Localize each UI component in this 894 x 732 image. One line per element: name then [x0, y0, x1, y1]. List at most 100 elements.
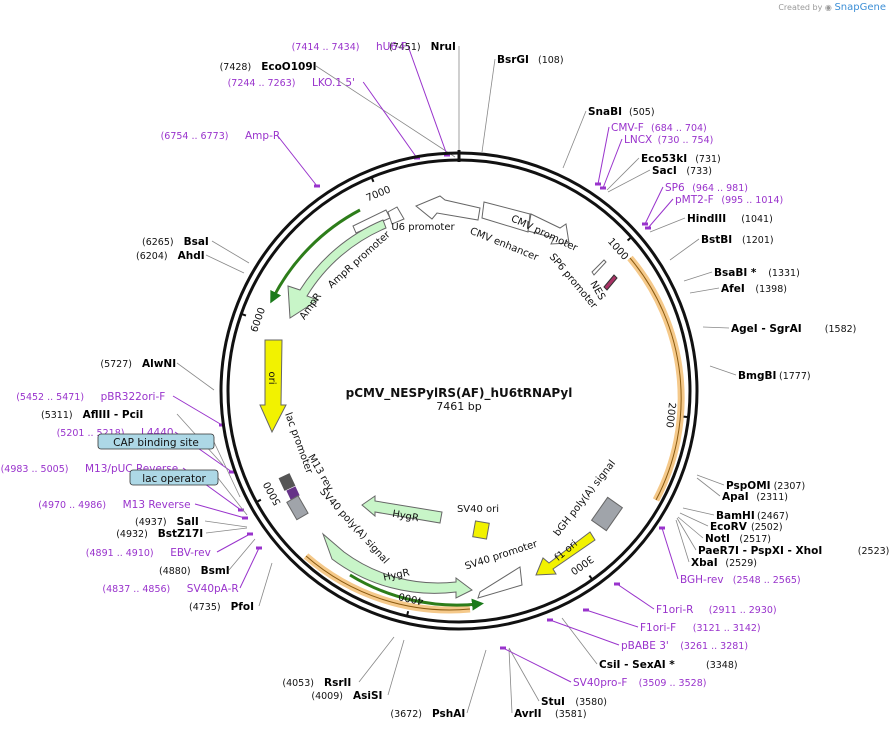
enzyme-name[interactable]: EcoRV — [710, 521, 748, 533]
boxed-label-text[interactable]: CAP binding site — [113, 437, 199, 449]
enzyme-name[interactable]: EcoO109I — [261, 61, 316, 73]
lac-promoter-box — [278, 473, 296, 491]
enzyme-name[interactable]: AflIII - PciI — [83, 409, 144, 421]
enzyme-name[interactable]: AlwNI — [142, 358, 176, 370]
enzyme-name[interactable]: XbaI — [691, 557, 718, 569]
primer-leader — [276, 134, 318, 187]
primer-leader — [661, 527, 679, 580]
enzyme-name[interactable]: CsiI - SexAI * — [599, 659, 675, 671]
primer-position: (5452 .. 5471) — [16, 392, 84, 403]
ruler-tick — [588, 574, 594, 582]
enzyme-position: (2307) — [774, 481, 806, 492]
primer-name[interactable]: M13 Reverse — [123, 499, 191, 511]
boxed-label-background — [97, 433, 215, 450]
enzyme-name[interactable]: SacI — [652, 165, 677, 177]
enzyme-position: (2529) — [725, 558, 757, 569]
bgh-polya-box — [590, 496, 624, 532]
enzyme-name[interactable]: BstZ17I — [158, 528, 203, 540]
primer-name[interactable]: LNCX — [624, 134, 652, 146]
enzyme-position: (3580) — [575, 697, 607, 708]
primer-name[interactable]: pBABE 3' — [621, 640, 669, 652]
primer-leader — [602, 138, 623, 189]
primer-name[interactable]: SV40pro-F — [573, 677, 627, 689]
enzyme-name[interactable]: BamHI — [716, 510, 755, 522]
enzyme-name[interactable]: NruI — [431, 41, 456, 53]
enzyme-name[interactable]: PfoI — [231, 601, 254, 613]
primer-name[interactable]: LKO.1 5' — [312, 77, 355, 89]
enzyme-name[interactable]: ApaI — [722, 491, 749, 503]
enzyme-name[interactable]: AfeI — [721, 283, 745, 295]
enzyme-name[interactable]: Eco53kI — [641, 153, 687, 165]
enzyme-name[interactable]: PaeR7I - PspXI - XhoI — [698, 545, 822, 557]
primer-position: (3261 .. 3281) — [680, 641, 748, 652]
primer-leader — [597, 126, 610, 185]
primer-name[interactable]: BGH-rev — [680, 574, 724, 586]
enzyme-name[interactable]: AvrII — [514, 708, 542, 720]
enzyme-name[interactable]: NotI — [705, 533, 730, 545]
enzyme-position: (6204) — [136, 251, 168, 262]
enzyme-name[interactable]: AsiSI — [353, 690, 382, 702]
ruler-tick-label: 5000 — [262, 479, 284, 507]
primer-name[interactable]: Amp-R — [245, 130, 280, 142]
enzyme-position: (733) — [686, 166, 712, 177]
enzyme-name[interactable]: AgeI - SgrAI — [731, 323, 802, 335]
enzyme-position: (5311) — [41, 410, 73, 421]
enzyme-name[interactable]: BsrGI — [497, 54, 529, 66]
enzyme-position: (1201) — [742, 235, 774, 246]
sv40-polya-box — [286, 495, 309, 521]
primer-name[interactable]: SV40pA-R — [187, 583, 239, 595]
hygr-green-arrow — [349, 573, 484, 611]
primer-name[interactable]: CMV-F — [611, 122, 644, 134]
enzyme-name[interactable]: BsmI — [201, 565, 230, 577]
enzyme-position: (1331) — [768, 268, 800, 279]
primer-name[interactable]: pBR322ori-F — [101, 391, 166, 403]
enzyme-name[interactable]: AhdI — [178, 250, 205, 262]
snapgene-credit: Created by ◉ SnapGene — [778, 2, 886, 13]
primer-leader — [216, 533, 251, 553]
enzyme-name[interactable]: PspOMI — [726, 480, 771, 492]
primer-position: (964 .. 981) — [692, 183, 748, 194]
enzyme-name[interactable]: SnaBI — [588, 106, 622, 118]
enzyme-labels: NruI(7451)BsrGI(108)EcoO109I(7428)SnaBI(… — [41, 41, 889, 720]
boxed-label-leader — [217, 477, 248, 516]
primer-position: (4970 .. 4986) — [38, 500, 106, 511]
enzyme-leader — [607, 169, 651, 193]
enzyme-name[interactable]: HindIII — [687, 213, 726, 225]
primer-name[interactable]: F1ori-F — [640, 622, 676, 634]
enzyme-name[interactable]: SalI — [177, 516, 199, 528]
enzyme-position: (4880) — [159, 566, 191, 577]
f1-ori-arrow — [535, 531, 596, 576]
primer-name[interactable]: EBV-rev — [170, 547, 211, 559]
enzyme-leader — [702, 326, 730, 329]
primer-name[interactable]: F1ori-R — [656, 604, 693, 616]
enzyme-leader — [682, 507, 715, 516]
boxed-label-leader — [213, 441, 241, 498]
primer-name[interactable]: SP6 — [665, 182, 685, 194]
enzyme-name[interactable]: BsaBI * — [714, 267, 757, 279]
primer-name[interactable]: pMT2-F — [675, 194, 714, 206]
feature-label: SV40 poly(A) signal — [317, 486, 391, 566]
primer-leader — [172, 395, 223, 426]
enzyme-leader — [258, 562, 273, 607]
primer-leader — [616, 583, 655, 610]
hygr-lower-arrow — [321, 532, 473, 599]
enzyme-name[interactable]: BsaI — [184, 236, 209, 248]
enzyme-position: (2517) — [739, 534, 771, 545]
feature-label: U6 promoter — [391, 222, 455, 233]
enzyme-name[interactable]: BstBI — [701, 234, 732, 246]
enzyme-position: (3581) — [555, 709, 587, 720]
enzyme-leader — [228, 538, 256, 571]
enzyme-name[interactable]: BmgBI — [738, 370, 776, 382]
enzyme-name[interactable]: PshAI — [432, 708, 465, 720]
ruler-tick-label: 6000 — [249, 306, 268, 334]
boxed-label-text[interactable]: lac operator — [142, 473, 206, 485]
enzyme-position: (5727) — [100, 359, 132, 370]
primer-position: (684 .. 704) — [651, 123, 707, 134]
enzyme-name[interactable]: StuI — [541, 696, 565, 708]
primer-name[interactable]: hU6-F — [376, 41, 407, 53]
ruler-tick-label: 7000 — [365, 184, 393, 204]
primer-labels: hU6-F(7414 .. 7434)LKO.1 5'(7244 .. 7263… — [1, 41, 801, 689]
enzyme-name[interactable]: RsrII — [324, 677, 351, 689]
enzyme-position: (731) — [695, 154, 721, 165]
enzyme-leader — [675, 519, 690, 563]
